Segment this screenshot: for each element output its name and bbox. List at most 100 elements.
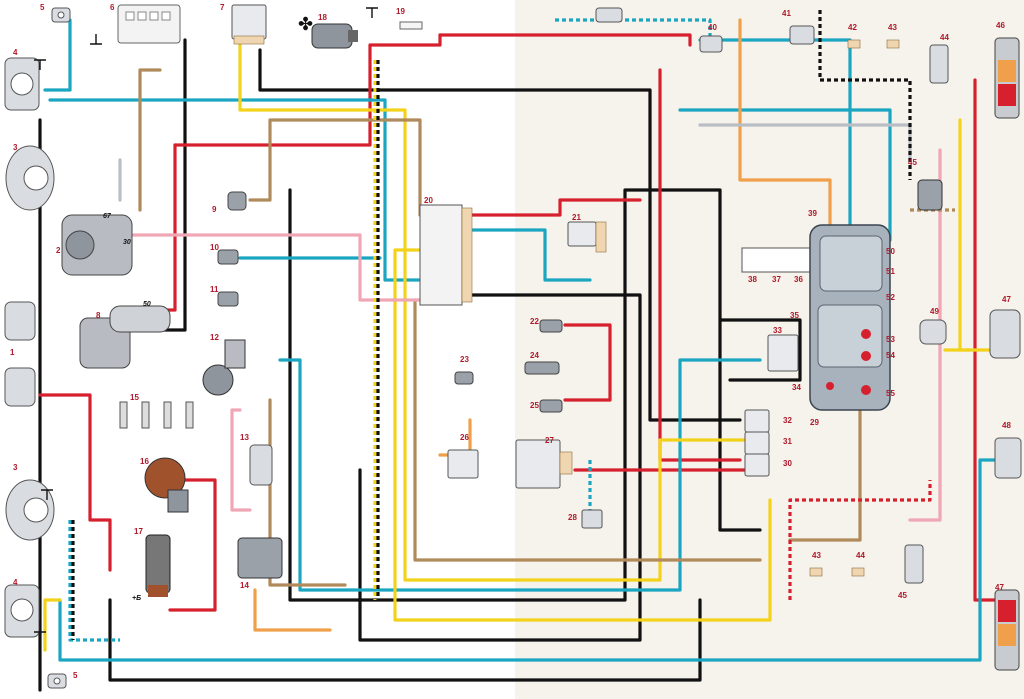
wire-brown-9 <box>248 118 422 217</box>
generator-terminal-67: 67 <box>103 213 112 220</box>
component-label: 4 <box>13 48 18 57</box>
wire-red-fan <box>438 33 692 47</box>
resistor-19 <box>399 21 423 30</box>
component-label: 30 <box>783 459 792 468</box>
wire-red-top <box>173 33 442 147</box>
component-label: 17 <box>134 527 143 536</box>
component-label: 18 <box>318 13 327 22</box>
component-label: 28 <box>568 513 577 522</box>
instrument-cluster-40 <box>809 224 891 411</box>
wire-harness <box>38 10 1012 692</box>
lamp-48 <box>989 309 1021 359</box>
sensor-9 <box>227 191 247 211</box>
sensor-25 <box>524 361 560 375</box>
component-label: 34 <box>792 383 801 392</box>
component-label: 23 <box>460 355 469 364</box>
wire-blue-loop <box>278 358 762 592</box>
wire-blue-right <box>678 108 892 242</box>
component-label: 15 <box>130 393 139 402</box>
wire-pink-right <box>908 148 942 522</box>
wire-black-dashed-right <box>818 10 912 180</box>
side-lamp-bottom <box>47 673 67 689</box>
lamp-50 <box>919 319 947 345</box>
wire-yellow-1 <box>238 38 747 582</box>
wire-blue-21 <box>463 228 592 282</box>
pedal-switch-46 <box>917 179 943 211</box>
sensor-24 <box>454 371 474 385</box>
component-label: 55 <box>886 389 895 398</box>
lamp-43-top <box>847 39 861 49</box>
lamp-43-bottom <box>809 567 823 577</box>
component-label: 45 <box>908 158 917 167</box>
lamp-45-top <box>929 44 949 84</box>
wire-pink-13 <box>230 408 252 512</box>
lamp-44-top <box>886 39 900 49</box>
generator-terminal-30: 30 <box>123 239 131 246</box>
ignition-coil-17 <box>145 534 171 597</box>
relay-32 <box>744 431 770 455</box>
heater-motor-18: ✤ <box>298 14 358 49</box>
sensor-10 <box>217 249 239 265</box>
tail-lamp-47-bottom <box>994 589 1020 671</box>
component-label: 1 <box>10 348 15 357</box>
component-label: 5 <box>73 671 78 680</box>
component-label: 7 <box>220 3 225 12</box>
component-label: 35 <box>790 311 799 320</box>
switch-13 <box>249 444 273 486</box>
switch-block-39-37 <box>741 247 811 273</box>
component-label: 51 <box>886 267 895 276</box>
component-label: 10 <box>210 243 219 252</box>
horn-1 <box>4 301 36 407</box>
coil-terminal-plus-b: +Б <box>132 595 141 602</box>
component-label: 54 <box>886 351 895 360</box>
component-label: 25 <box>530 401 539 410</box>
starter-terminal-50: 50 <box>143 301 151 308</box>
component-label: 43 <box>812 551 821 560</box>
headlamp-3-bottom <box>5 479 55 541</box>
switch-41 <box>699 35 723 53</box>
component-label: 47 <box>1002 295 1011 304</box>
ground-symbol <box>34 620 46 633</box>
wire-blue-1 <box>48 98 422 282</box>
distributor-16 <box>144 457 189 513</box>
relay-27 <box>447 449 479 479</box>
wire-red-21 <box>463 198 642 217</box>
component-label: 48 <box>1002 421 1011 430</box>
component-label: 11 <box>210 285 219 294</box>
wire-yellow-2 <box>393 248 772 622</box>
relay-7 <box>231 4 267 45</box>
wire-red-left <box>38 393 112 572</box>
component-label: 8 <box>96 311 101 320</box>
component-label: 52 <box>886 293 895 302</box>
svg-text:✤: ✤ <box>298 14 313 35</box>
fuse-box-21 <box>419 204 473 306</box>
wire-blue-bottom <box>58 458 1012 662</box>
lamp-45-bottom <box>904 544 924 584</box>
component-label: 44 <box>940 33 949 42</box>
relay-33 <box>744 409 770 433</box>
component-label: 36 <box>794 275 803 284</box>
component-label: 26 <box>460 433 469 442</box>
ground-symbol <box>34 59 46 70</box>
starter-8 <box>79 305 171 369</box>
ground-symbol <box>366 7 378 18</box>
component-label: 22 <box>530 317 539 326</box>
component-label: 3 <box>13 463 18 472</box>
side-lamp-top <box>51 7 71 23</box>
lamp-49 <box>994 437 1022 479</box>
component-label: 38 <box>748 275 757 284</box>
relay-22 <box>567 221 607 253</box>
component-label: 50 <box>886 247 895 256</box>
wire-black-bottom <box>108 598 702 682</box>
component-label: 33 <box>773 326 782 335</box>
components: ✤ <box>4 4 1022 689</box>
wire-red-sensors <box>563 323 612 402</box>
headlamp-4-bottom <box>4 584 40 638</box>
relay-28 <box>515 439 573 489</box>
component-label: 6 <box>110 3 115 12</box>
sensor-11 <box>217 291 239 307</box>
component-label: 39 <box>808 209 817 218</box>
component-label: 40 <box>708 23 717 32</box>
wire-pink-1 <box>128 233 422 302</box>
